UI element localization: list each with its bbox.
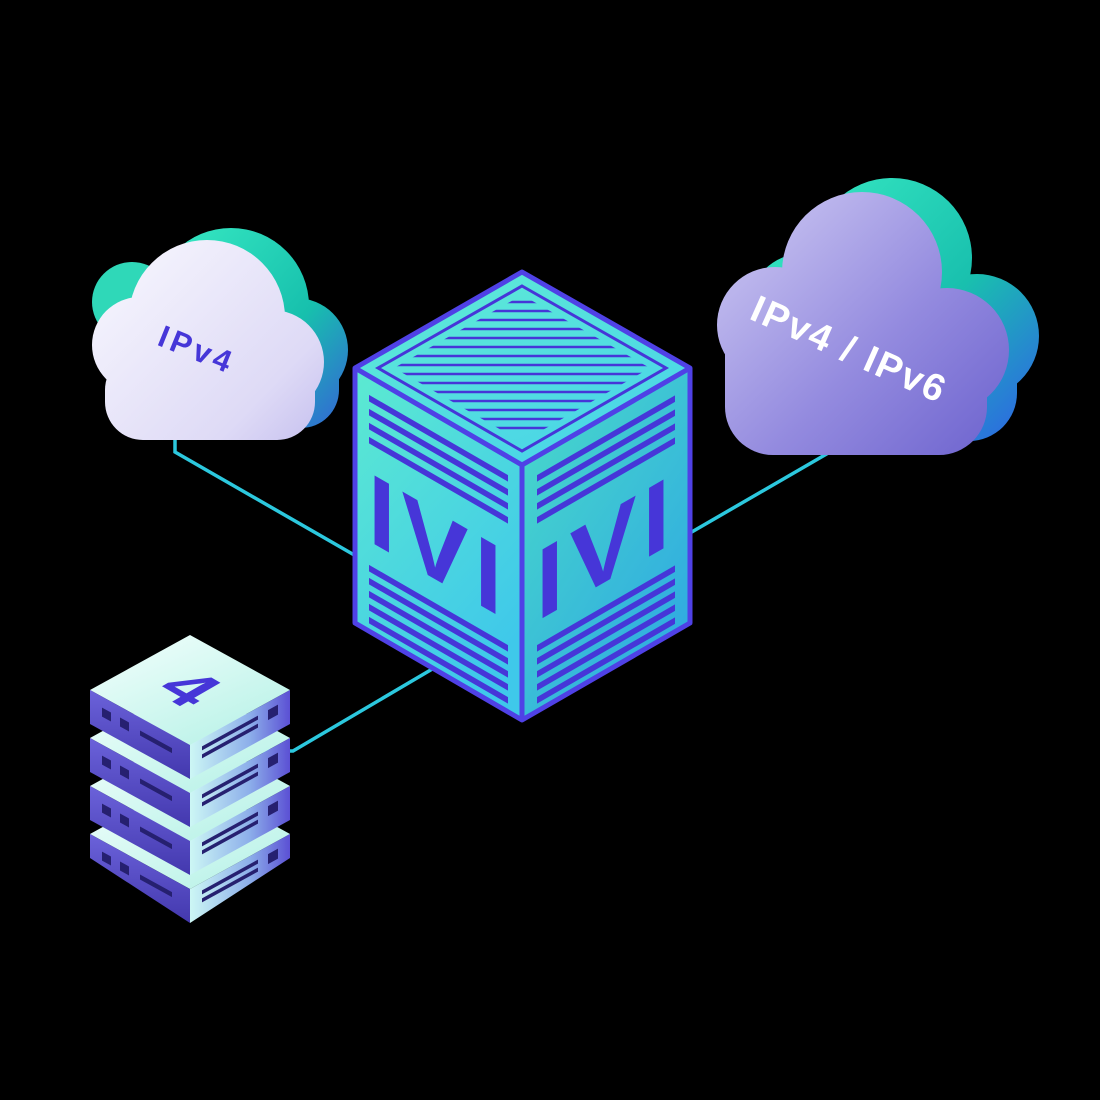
server-slots <box>202 752 278 807</box>
box-edges <box>352 269 693 723</box>
server-slots <box>202 800 278 855</box>
dual-stack-cloud: IPv4 / IPv6 <box>717 178 1039 455</box>
ipv4-cloud: IPv4 <box>92 228 348 440</box>
server-vents <box>102 755 172 802</box>
server-slots <box>202 704 278 759</box>
server-stack: 4 <box>90 635 290 923</box>
server-slots <box>202 848 278 903</box>
ivi-translator-box: IVI IVI <box>352 269 693 723</box>
cloud-body <box>717 192 1009 455</box>
server-vents <box>102 707 172 754</box>
server-vents <box>102 803 172 850</box>
server-vents <box>102 851 172 898</box>
server-slab-top-unit: 4 <box>90 635 290 779</box>
cloud-body <box>92 240 324 440</box>
